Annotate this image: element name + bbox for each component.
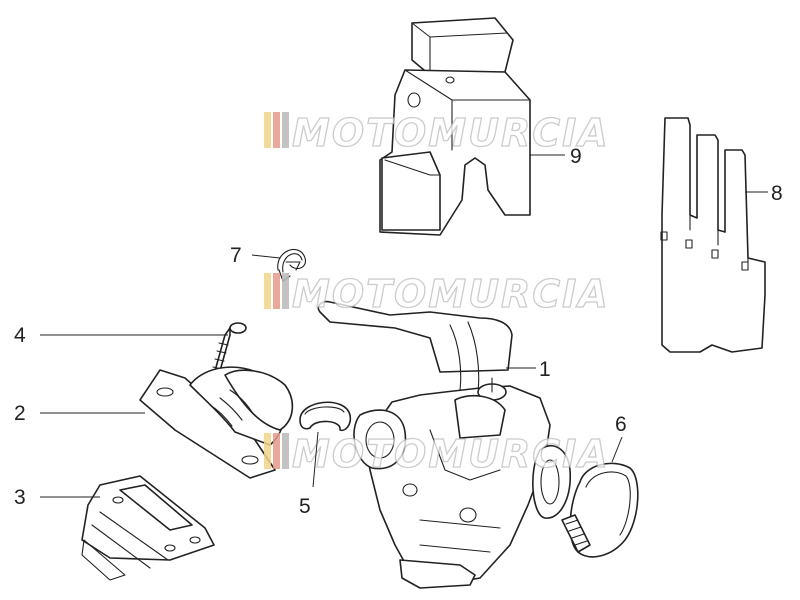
watermark-bottom: MOTOMURCIA: [264, 431, 610, 477]
watermark-text: MOTOMURCIA: [292, 272, 610, 316]
watermark-middle: MOTOMURCIA: [264, 271, 610, 317]
callout-number: 4: [14, 324, 26, 347]
part-8-gasket: [660, 117, 766, 353]
watermark-stripe: [273, 433, 280, 469]
watermark-stripe: [282, 433, 289, 469]
callout-3: 3: [14, 486, 100, 509]
callout-number: 8: [771, 182, 783, 205]
part-6-hose-clamp-large: [561, 462, 639, 558]
callout-9: 9: [530, 145, 582, 168]
part-3-reed-valve: [81, 475, 215, 581]
callout-1: 1: [506, 358, 551, 381]
part-2-intake-manifold: [139, 366, 294, 479]
watermark-stripe: [264, 433, 271, 469]
callout-number: 5: [299, 495, 311, 518]
watermark-stripe: [273, 273, 280, 309]
callout-number: 1: [539, 358, 551, 381]
callout-6: 6: [611, 413, 627, 463]
callout-2: 2: [14, 402, 145, 425]
callout-8: 8: [745, 182, 783, 205]
watermark-stripe: [264, 273, 271, 309]
watermark-text: MOTOMURCIA: [292, 111, 610, 155]
callout-number: 6: [615, 413, 627, 436]
part-1-carburetor: [317, 300, 571, 589]
callout-number: 7: [230, 244, 242, 267]
watermark-stripe: [282, 273, 289, 309]
watermark-text: MOTOMURCIA: [292, 432, 610, 476]
part-5-hose-clamp-small: [299, 401, 352, 432]
part-4-screw: [212, 322, 247, 379]
callout-number: 3: [14, 486, 26, 509]
watermark-top: MOTOMURCIA: [264, 110, 610, 156]
callout-5: 5: [299, 431, 319, 518]
watermark-stripe: [264, 112, 271, 148]
callout-7: 7: [230, 244, 281, 267]
callout-number: 9: [570, 145, 582, 168]
part-9-carburetor-cover: [379, 17, 531, 236]
callout-4: 4: [14, 324, 228, 347]
watermark-stripe: [273, 112, 280, 148]
watermark-stripe: [282, 112, 289, 148]
callout-number: 2: [14, 402, 26, 425]
